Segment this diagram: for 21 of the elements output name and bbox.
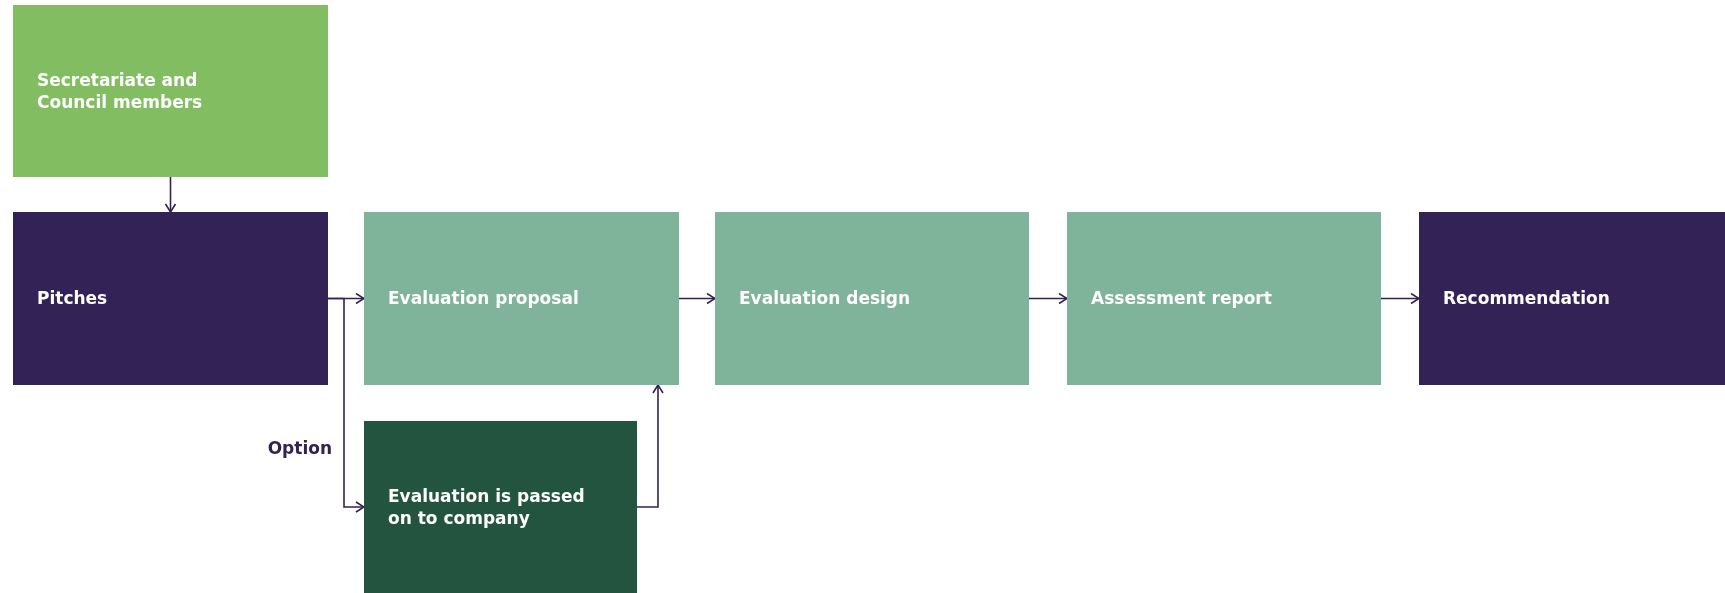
box-label: Assessment report [1090, 287, 1273, 310]
process-box [364, 421, 637, 593]
process-box [13, 212, 328, 385]
arrow [636, 384, 664, 508]
process-box [13, 5, 328, 177]
arrow [678, 292, 716, 305]
arrow [327, 297, 365, 513]
process-box [715, 212, 1029, 385]
box-label: Secretariate and Council members [36, 68, 204, 114]
box-label: Evaluation is passed on to company [387, 484, 586, 530]
process-box [1419, 212, 1725, 385]
box-label: Recommendation [1442, 287, 1611, 310]
box-label: Evaluation proposal [387, 287, 580, 310]
box-label: Evaluation design [738, 287, 912, 310]
arrow [1028, 292, 1068, 305]
box-label: Pitches [36, 287, 109, 310]
edge-label: Option [267, 437, 332, 458]
process-box [364, 212, 679, 385]
arrow [164, 176, 177, 213]
process-box [1067, 212, 1381, 385]
arrow [1380, 292, 1420, 305]
